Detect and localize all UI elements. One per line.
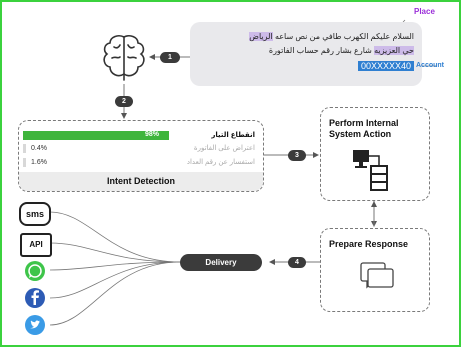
step-4-badge: 4 — [288, 257, 306, 268]
delivery-node: Delivery — [180, 254, 262, 271]
account-number: 00XXXXX40 — [357, 61, 414, 71]
intent-percent-2: 0.4% — [31, 145, 47, 152]
step-1-badge: 1 — [160, 52, 180, 63]
intent-percent-1: 98% — [145, 131, 160, 138]
intent-bar-3 — [23, 158, 26, 167]
step-3-badge: 3 — [288, 150, 306, 161]
intent-footer — [19, 172, 263, 191]
step-2-badge: 2 — [115, 96, 133, 107]
intent-label-3: استفسار عن رقم العداد — [186, 159, 255, 166]
chat-bubbles-icon — [360, 262, 394, 289]
message-line-2: حي العزيزيه شارع بشار رقم حساب الفاتورة — [194, 46, 414, 55]
api-icon: API — [20, 233, 52, 257]
account-highlight: 00XXXXX40 — [357, 61, 414, 71]
intent-label-1: انقطاع التيار — [211, 132, 255, 139]
whatsapp-icon — [25, 261, 45, 281]
account-label: Account — [416, 62, 444, 69]
intent-detection-title: Intent Detection — [106, 176, 175, 186]
intent-bar-1 — [23, 131, 169, 140]
intent-percent-3: 1.6% — [31, 159, 47, 166]
district-highlight: حي العزيزيه — [374, 46, 414, 55]
action-title-line-1: Perform Internal — [329, 118, 399, 128]
intent-label-2: اعتراض على الفاتورة — [193, 145, 255, 152]
action-box: Perform Internal System Action — [320, 107, 430, 201]
place-label: Place — [414, 7, 435, 16]
message-bubble: السلام عليكم الكهرب طافي من نص ساعه الري… — [190, 22, 422, 86]
message-line-1: السلام عليكم الكهرب طافي من نص ساعه الري… — [194, 32, 414, 41]
place-highlight: الرياض — [249, 32, 273, 41]
intent-bar-2 — [23, 144, 26, 153]
facebook-icon — [25, 288, 45, 308]
message-text: السلام عليكم الكهرب طافي من نص ساعه — [274, 32, 414, 41]
brain-icon — [103, 35, 145, 81]
message-text-2: شارع بشار رقم حساب الفاتورة — [268, 46, 372, 55]
computer-server-icon — [353, 150, 388, 191]
intent-detection-box: 98% انقطاع التيار 0.4% اعتراض على الفاتو… — [18, 120, 264, 192]
sms-icon: sms — [19, 202, 51, 226]
action-title-line-2: System Action — [329, 129, 392, 139]
response-title: Prepare Response — [329, 239, 409, 249]
twitter-icon — [25, 315, 45, 335]
response-box: Prepare Response — [320, 228, 430, 312]
